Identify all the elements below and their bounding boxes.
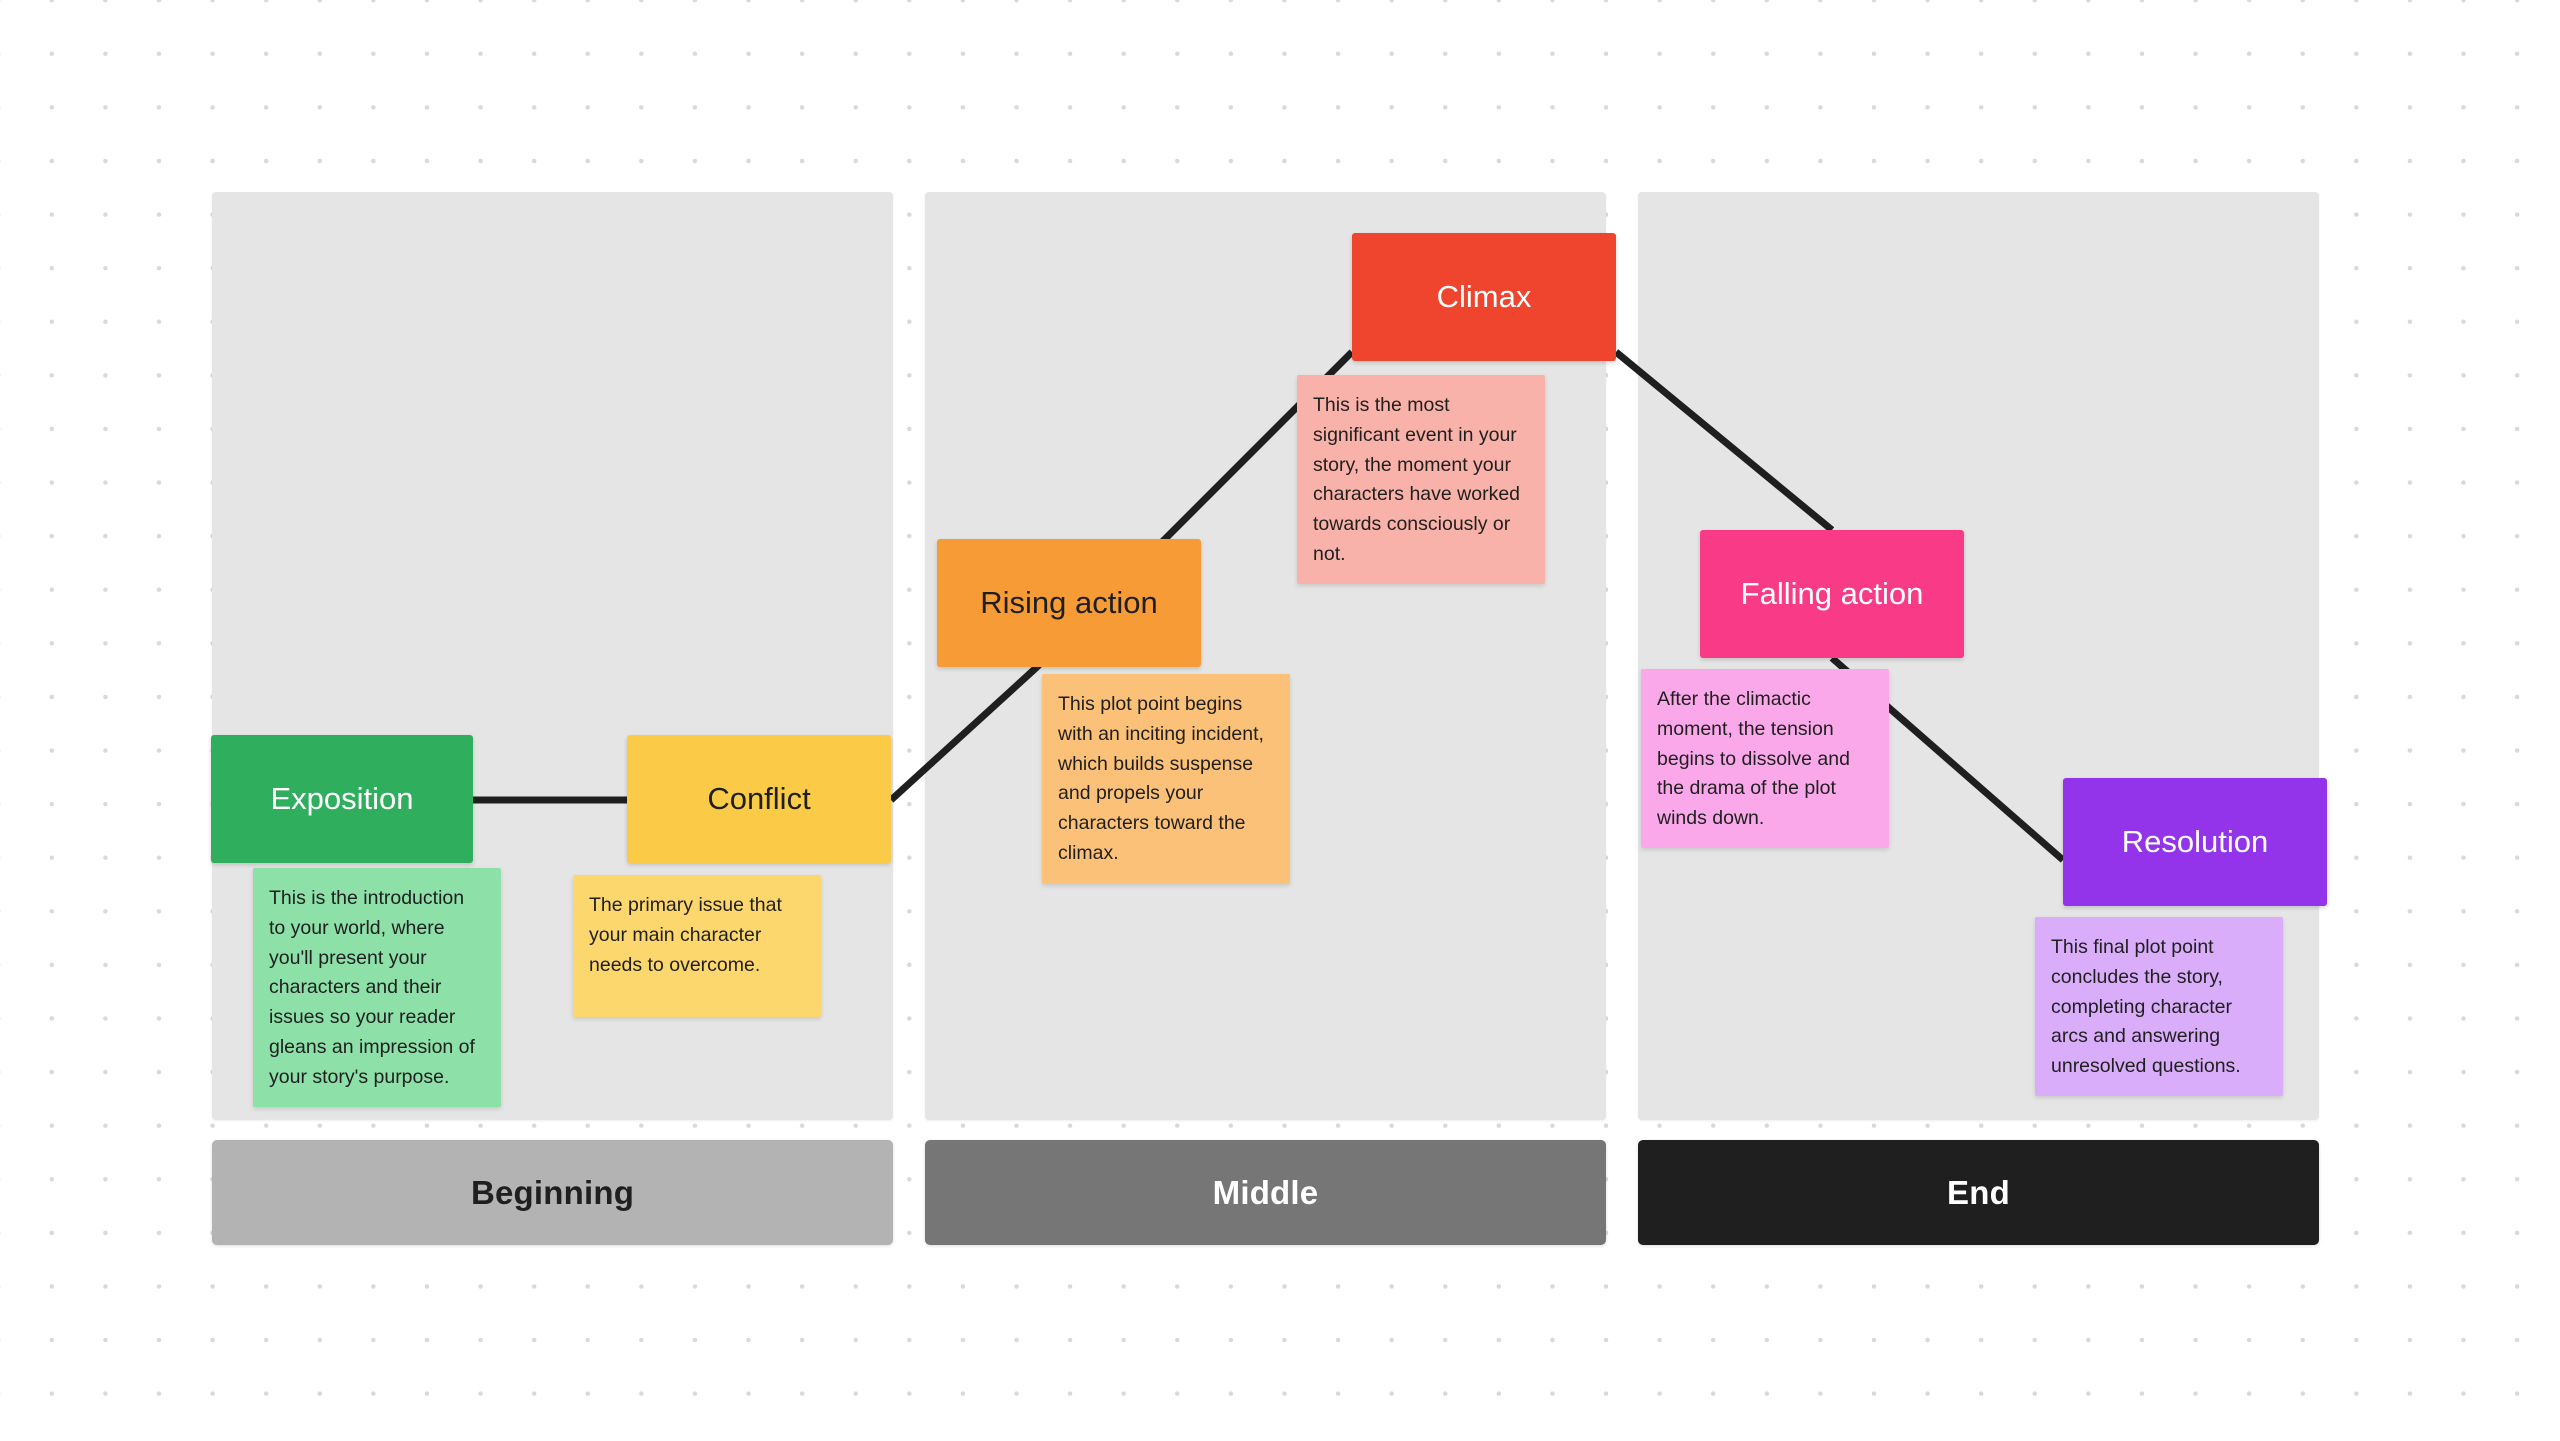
plot-card-label: Rising action [980, 585, 1158, 621]
plot-card-rising-action[interactable]: Rising action [937, 539, 1201, 667]
note-card-resolution[interactable]: This final plot point concludes the stor… [2035, 917, 2283, 1097]
plot-card-exposition[interactable]: Exposition [211, 735, 473, 863]
plot-card-label: Exposition [270, 781, 414, 817]
act-banner-label: End [1947, 1174, 2010, 1211]
note-text: This final plot point concludes the stor… [2051, 936, 2241, 1078]
plot-card-conflict[interactable]: Conflict [627, 735, 891, 863]
act-banner-label: Middle [1212, 1174, 1319, 1211]
note-text: This plot point begins with an inciting … [1058, 693, 1264, 865]
plot-card-label: Conflict [707, 781, 811, 817]
note-card-falling-action[interactable]: After the climactic moment, the tension … [1641, 669, 1889, 849]
act-banner-end[interactable]: End [1638, 1140, 2319, 1245]
note-card-rising-action[interactable]: This plot point begins with an inciting … [1042, 674, 1290, 884]
note-text: After the climactic moment, the tension … [1657, 688, 1850, 830]
act-banner-label: Beginning [470, 1174, 635, 1211]
plot-card-label: Climax [1436, 279, 1532, 315]
note-text: This is the introduction to your world, … [269, 887, 475, 1088]
note-text: The primary issue that your main charact… [589, 894, 782, 976]
plot-card-falling-action[interactable]: Falling action [1700, 530, 1964, 658]
act-banner-middle[interactable]: Middle [925, 1140, 1606, 1245]
act-banner-beginning[interactable]: Beginning [212, 1140, 893, 1245]
note-card-exposition[interactable]: This is the introduction to your world, … [253, 868, 501, 1107]
plot-card-climax[interactable]: Climax [1352, 233, 1616, 361]
plot-card-label: Falling action [1740, 576, 1924, 612]
plot-card-label: Resolution [2121, 824, 2269, 860]
note-card-conflict[interactable]: The primary issue that your main charact… [573, 875, 821, 1017]
note-card-climax[interactable]: This is the most significant event in yo… [1297, 375, 1545, 584]
plot-card-resolution[interactable]: Resolution [2063, 778, 2327, 906]
note-text: This is the most significant event in yo… [1313, 394, 1521, 566]
